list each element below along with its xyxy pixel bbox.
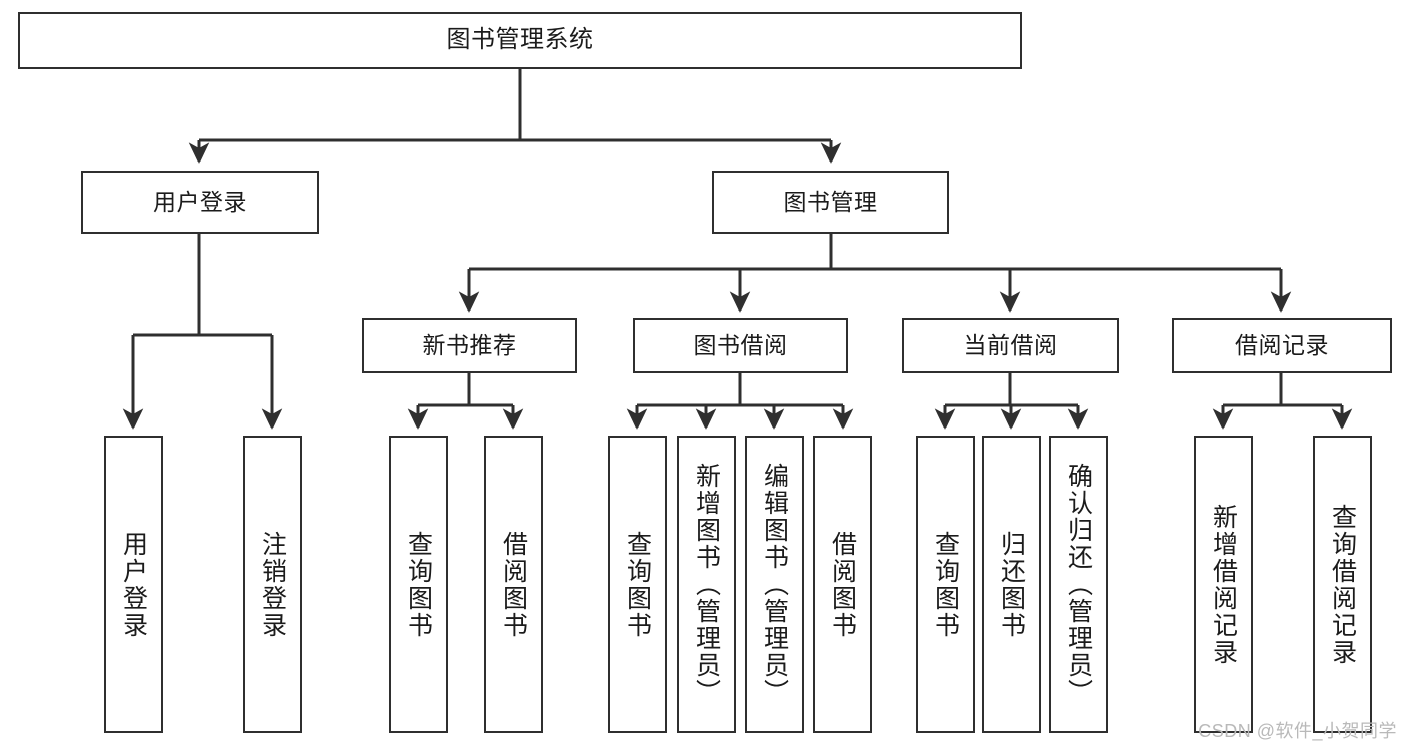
node-new-book-recommend[interactable]: 新书推荐 <box>362 318 577 373</box>
node-label: 新增借阅记录 <box>1209 503 1238 666</box>
node-label: 查询图书 <box>404 530 433 639</box>
node-leaf-user-login[interactable]: 用户登录 <box>104 436 163 733</box>
node-leaf-borrow-book[interactable]: 借阅图书 <box>813 436 872 733</box>
node-label: 新增图书（管理员） <box>692 463 721 706</box>
node-root-system[interactable]: 图书管理系统 <box>18 12 1022 69</box>
node-leaf-edit-book-admin[interactable]: 编辑图书（管理员） <box>745 436 804 733</box>
node-label: 借阅图书 <box>828 530 857 639</box>
node-current-borrow[interactable]: 当前借阅 <box>902 318 1119 373</box>
watermark: CSDN @软件_小贺同学 <box>1198 721 1397 741</box>
node-label: 编辑图书（管理员） <box>760 463 789 706</box>
node-book-management-module[interactable]: 图书管理 <box>712 171 949 234</box>
node-book-borrow[interactable]: 图书借阅 <box>633 318 848 373</box>
node-leaf-borrow-book-recommend[interactable]: 借阅图书 <box>484 436 543 733</box>
node-label: 确认归还（管理员） <box>1064 463 1093 706</box>
node-leaf-query-book-current[interactable]: 查询图书 <box>916 436 975 733</box>
node-leaf-query-book-recommend[interactable]: 查询图书 <box>389 436 448 733</box>
node-label: 图书管理 <box>783 188 878 215</box>
node-label: 查询图书 <box>931 530 960 639</box>
node-leaf-return-book[interactable]: 归还图书 <box>982 436 1041 733</box>
node-leaf-confirm-return-admin[interactable]: 确认归还（管理员） <box>1049 436 1108 733</box>
node-borrow-record[interactable]: 借阅记录 <box>1172 318 1392 373</box>
node-label: 注销登录 <box>258 530 287 639</box>
node-leaf-query-borrow-record[interactable]: 查询借阅记录 <box>1313 436 1372 733</box>
node-leaf-add-book-admin[interactable]: 新增图书（管理员） <box>677 436 736 733</box>
node-label: 借阅图书 <box>499 530 528 639</box>
node-label: 借阅记录 <box>1235 331 1329 358</box>
node-label: 当前借阅 <box>963 331 1058 358</box>
node-leaf-query-book[interactable]: 查询图书 <box>608 436 667 733</box>
node-label: 新书推荐 <box>422 331 517 358</box>
node-label: 归还图书 <box>997 530 1026 639</box>
node-leaf-add-borrow-record[interactable]: 新增借阅记录 <box>1194 436 1253 733</box>
node-user-login-module[interactable]: 用户登录 <box>81 171 319 234</box>
node-label: 查询图书 <box>623 530 652 639</box>
node-label: 图书管理系统 <box>446 26 594 54</box>
node-label: 查询借阅记录 <box>1328 503 1357 666</box>
node-label: 图书借阅 <box>693 331 788 358</box>
node-label: 用户登录 <box>153 188 247 215</box>
node-leaf-logout[interactable]: 注销登录 <box>243 436 302 733</box>
node-label: 用户登录 <box>119 530 148 639</box>
